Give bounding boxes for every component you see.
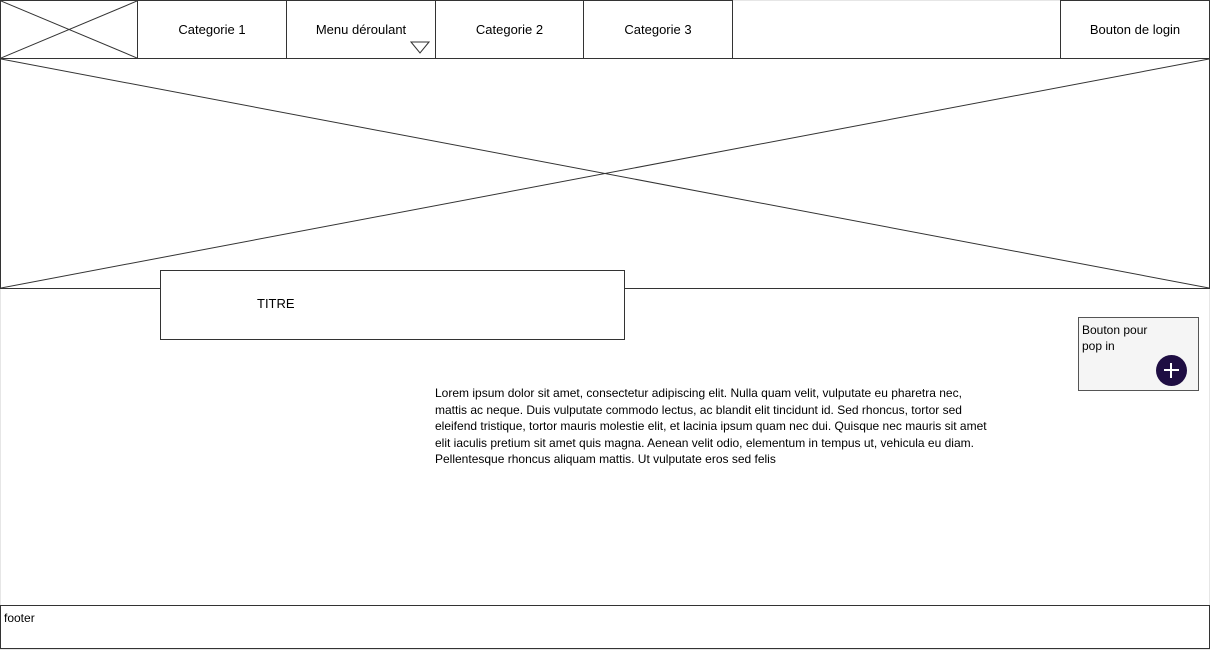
nav-item-label: Categorie 2 (475, 22, 544, 37)
nav-item-categorie-2[interactable]: Categorie 2 (435, 0, 584, 59)
nav-item-categorie-3[interactable]: Categorie 3 (583, 0, 733, 59)
image-placeholder-icon (1, 59, 1209, 288)
popin-label: Bouton pour pop in (1082, 323, 1148, 353)
hero-image-placeholder (0, 58, 1210, 289)
content-paragraph: Lorem ipsum dolor sit amet, consectetur … (435, 386, 987, 466)
footer-label: footer (4, 611, 35, 625)
title-box: TITRE (160, 270, 625, 340)
logo-placeholder[interactable] (0, 0, 138, 59)
nav-item-label: Categorie 1 (178, 22, 246, 37)
footer: footer (0, 605, 1210, 649)
plus-icon[interactable] (1156, 355, 1187, 386)
page-title: TITRE (257, 296, 295, 311)
dropdown-triangle-icon (410, 41, 430, 54)
nav-item-categorie-1[interactable]: Categorie 1 (137, 0, 287, 59)
popin-block: Bouton pour pop in (1078, 317, 1199, 391)
nav-item-label: Categorie 3 (624, 22, 692, 37)
nav-item-label: Menu déroulant (315, 22, 407, 37)
nav-dropdown-menu[interactable]: Menu déroulant (286, 0, 436, 59)
image-placeholder-icon (1, 1, 137, 58)
login-button[interactable]: Bouton de login (1060, 0, 1210, 59)
login-button-label: Bouton de login (1089, 22, 1181, 37)
